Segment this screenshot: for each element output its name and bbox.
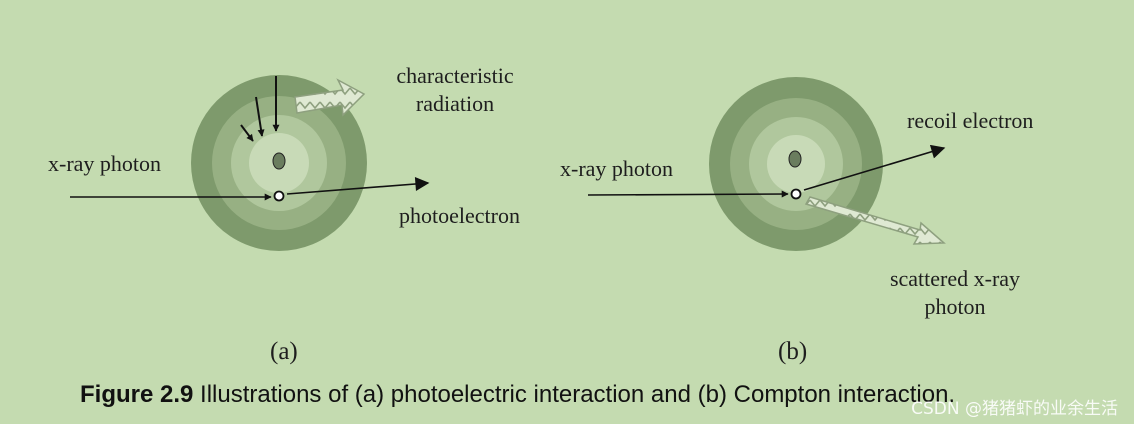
cascade-arrow-3 bbox=[240, 124, 254, 142]
scattered-photon-label-line2: photon bbox=[924, 294, 986, 319]
panel-b-label: (b) bbox=[778, 338, 808, 365]
electron-cascade-arrows bbox=[240, 76, 280, 142]
photoelectron-arrow bbox=[286, 177, 430, 195]
characteristic-radiation-label: characteristic radiation bbox=[382, 65, 528, 115]
cascade-arrow-2 bbox=[255, 96, 265, 137]
figure-caption: Figure 2.9 Illustrations of (a) photoele… bbox=[80, 381, 955, 409]
incident-photon-label-b: x-ray photon bbox=[560, 156, 674, 181]
scattered-photon-label-line1: scattered x-ray bbox=[889, 266, 1021, 291]
characteristic-radiation-wave-arrow bbox=[294, 78, 366, 117]
watermark: CSDN @猪猪虾的业余生活 bbox=[911, 399, 1118, 419]
recoil-electron-label: recoil electron bbox=[907, 108, 1034, 133]
atom-b-nucleus bbox=[788, 150, 802, 168]
atom-a-inner-electron bbox=[273, 190, 285, 202]
atom-b bbox=[709, 77, 883, 251]
atom-a-nucleus bbox=[272, 152, 286, 170]
incident-photon-label-a: x-ray photon bbox=[48, 151, 162, 176]
panel-a-label: (a) bbox=[270, 338, 298, 365]
characteristic-radiation-label-line1: characteristic bbox=[396, 63, 514, 88]
characteristic-radiation-label-line2: radiation bbox=[415, 91, 495, 116]
scattered-photon-label: scattered x-ray photon bbox=[872, 268, 1038, 318]
incident-photon-arrow-b bbox=[587, 190, 789, 198]
scattered-photon-wave-arrow bbox=[804, 196, 946, 245]
atom-b-outer-electron bbox=[790, 188, 802, 200]
figure-number: Figure 2.9 bbox=[80, 381, 194, 408]
photoelectron-label: photoelectron bbox=[399, 203, 520, 228]
figure-caption-text: Illustrations of (a) photoelectric inter… bbox=[193, 381, 956, 408]
recoil-electron-arrow bbox=[803, 144, 946, 191]
